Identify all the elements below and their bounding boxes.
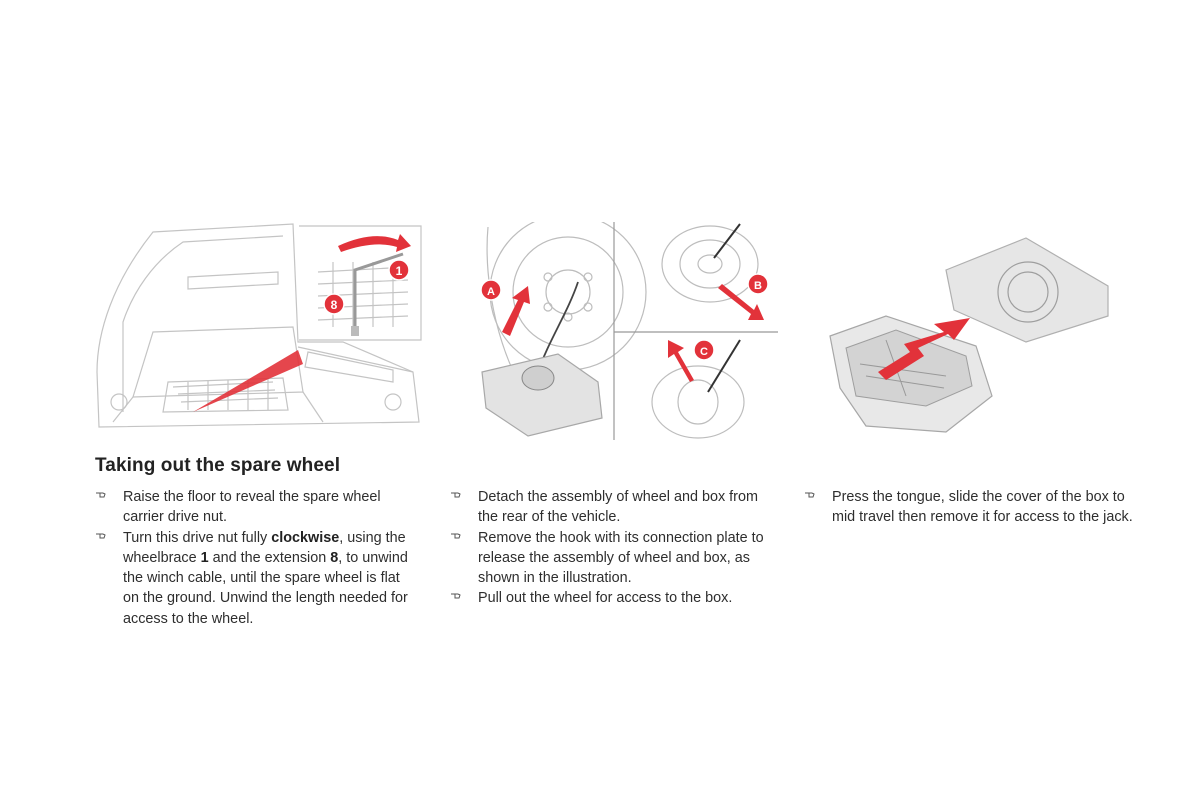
callout-b: B (754, 280, 762, 292)
figure-boot-drive-nut: 1 8 (96, 223, 422, 428)
pointing-hand-icon (451, 492, 461, 498)
section-title: Taking out the spare wheel (95, 455, 341, 476)
figure-jack-box (829, 237, 1109, 433)
figure-wheel-hook: A B C (480, 222, 778, 440)
list-item: Remove the hook with its connection plat… (450, 528, 770, 589)
pointing-hand-icon (805, 492, 815, 498)
list-item-text-part: , using the wheelbrace (123, 529, 406, 566)
callout-c: C (700, 346, 708, 358)
instructions-column-1: Raise the floor to reveal the spare whee… (95, 487, 410, 629)
list-item: Turn this drive nut fully clockwise, usi… (95, 528, 410, 629)
pointing-hand-icon (96, 492, 106, 498)
list-item-text-part: and the extension (208, 549, 331, 566)
list-item-text: Raise the floor to reveal the spare whee… (123, 489, 381, 526)
list-item-text-bold: 1 (200, 549, 209, 566)
instructions-column-2: Detach the assembly of wheel and box fro… (450, 487, 770, 609)
list-item-text-part: Turn this drive nut fully (123, 529, 272, 546)
list-item: Detach the assembly of wheel and box fro… (450, 487, 770, 528)
callout-1: 1 (396, 264, 403, 278)
list-item-text: Detach the assembly of wheel and box fro… (478, 489, 758, 526)
pointing-hand-icon (451, 593, 461, 599)
list-item-text-bold: 8 (330, 549, 339, 566)
pointing-hand-icon (451, 533, 461, 539)
list-item: Raise the floor to reveal the spare whee… (95, 487, 410, 528)
list-item-text-bold: clockwise (271, 529, 340, 546)
callout-a: A (487, 286, 495, 298)
list-item-text: Remove the hook with its connection plat… (478, 529, 764, 587)
list-item: Pull out the wheel for access to the box… (450, 588, 770, 608)
callout-8: 8 (331, 298, 338, 312)
list-item-text: Press the tongue, slide the cover of the… (832, 489, 1133, 526)
pointing-hand-icon (96, 533, 106, 539)
list-item-text: Pull out the wheel for access to the box… (478, 590, 733, 607)
instructions-column-3: Press the tongue, slide the cover of the… (804, 487, 1134, 528)
list-item-text-part: , to unwind the winch cable, until the s… (123, 549, 408, 627)
list-item: Press the tongue, slide the cover of the… (804, 487, 1134, 528)
